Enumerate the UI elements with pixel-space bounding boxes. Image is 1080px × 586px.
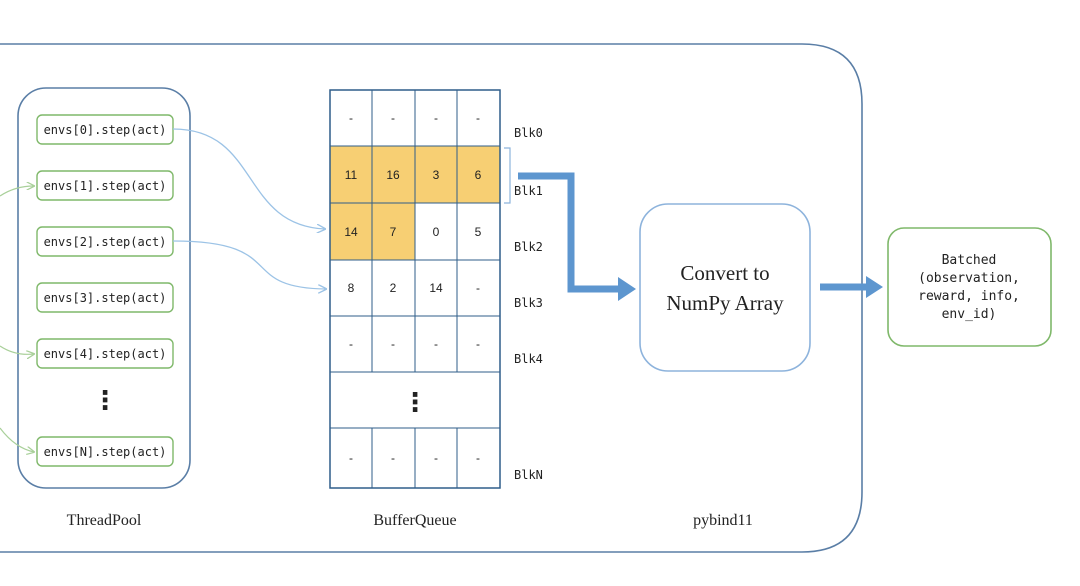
buffer-cell: 7 — [390, 225, 397, 239]
incoming-connector-4 — [0, 345, 34, 354]
env-label: envs[1].step(act) — [44, 179, 167, 193]
highlight-cell — [457, 146, 500, 203]
highlight-cell — [372, 203, 415, 260]
incoming-connector-1 — [0, 186, 34, 197]
buffer-cell: - — [391, 337, 395, 351]
buffer-cell: 8 — [348, 281, 355, 295]
buffer-cell: - — [349, 111, 353, 125]
buffer-cell: 11 — [345, 168, 358, 182]
convert-line2: NumPy Array — [666, 291, 784, 315]
convert-to-batched-arrowhead — [866, 276, 883, 298]
convert-box — [639, 203, 811, 372]
env-list: envs[0].step(act) envs[1].step(act) envs… — [36, 114, 174, 467]
buffer-cell: - — [476, 111, 480, 125]
env-label: envs[N].step(act) — [44, 445, 167, 459]
buffer-cell: - — [434, 451, 438, 465]
env-item: envs[0].step(act) — [36, 114, 174, 145]
buffer-cell: 6 — [475, 168, 482, 182]
env-item: envs[2].step(act) — [36, 226, 174, 257]
buffer-cell: - — [391, 451, 395, 465]
block-label: Blk0 — [514, 126, 543, 140]
buffer-cell: - — [476, 451, 480, 465]
env0-to-buffer-connector — [172, 128, 325, 229]
highlight-cell — [372, 146, 415, 203]
batched-line: Batched — [942, 253, 997, 268]
convert-line1: Convert to — [680, 261, 769, 285]
batched-line: reward, info, — [918, 289, 1020, 304]
env2-to-buffer-connector — [172, 240, 326, 289]
buffer-to-convert-arrow — [518, 172, 621, 293]
buffer-cell: 14 — [429, 281, 443, 295]
buffer-cell: 14 — [344, 225, 358, 239]
block-label: Blk1 — [514, 184, 543, 198]
block-label: Blk2 — [514, 240, 543, 254]
env-item: envs[4].step(act) — [36, 338, 174, 369]
highlight-cell — [330, 146, 372, 203]
bufferqueue-label: BufferQueue — [373, 512, 456, 529]
buffer-to-convert-arrowhead — [618, 277, 636, 301]
batched-output-box — [887, 227, 1052, 347]
env-item: envs[N].step(act) — [36, 436, 174, 467]
env-label: envs[0].step(act) — [44, 123, 167, 137]
buffer-cell: - — [476, 337, 480, 351]
buffer-cell: - — [434, 337, 438, 351]
incoming-connector-n — [0, 427, 34, 452]
buffer-cell: 16 — [386, 168, 400, 182]
pybind-container — [0, 43, 863, 553]
block-label: Blk4 — [514, 352, 543, 366]
block-label: Blk3 — [514, 296, 543, 310]
batched-line: (observation, — [918, 271, 1020, 286]
blk1-bracket — [504, 147, 511, 204]
highlight-cell — [330, 203, 372, 260]
buffer-ellipsis: ⋮ — [402, 387, 428, 417]
pybind-label: pybind11 — [693, 512, 753, 529]
env-item: envs[3].step(act) — [36, 282, 174, 313]
buffer-cell: - — [349, 337, 353, 351]
buffer-queue: - - - - 11 16 3 6 14 7 0 5 8 2 14 - - - … — [329, 89, 501, 489]
block-label: BlkN — [514, 468, 543, 482]
buffer-cell: 3 — [433, 168, 440, 182]
buffer-cell: 2 — [390, 281, 397, 295]
buffer-cell: - — [391, 111, 395, 125]
threadpool-ellipsis: ⋮ — [92, 385, 118, 415]
env-label: envs[4].step(act) — [44, 347, 167, 361]
threadpool-container — [17, 87, 191, 489]
env-label: envs[2].step(act) — [44, 235, 167, 249]
env-item: envs[1].step(act) — [36, 170, 174, 201]
buffer-cell: - — [349, 451, 353, 465]
batched-line: env_id) — [942, 307, 997, 322]
buffer-cell: 0 — [433, 225, 440, 239]
buffer-cell: - — [476, 281, 480, 295]
highlight-cell — [415, 146, 457, 203]
buffer-cell: - — [434, 111, 438, 125]
threadpool-label: ThreadPool — [67, 512, 142, 529]
buffer-cell: 5 — [475, 225, 482, 239]
env-label: envs[3].step(act) — [44, 291, 167, 305]
